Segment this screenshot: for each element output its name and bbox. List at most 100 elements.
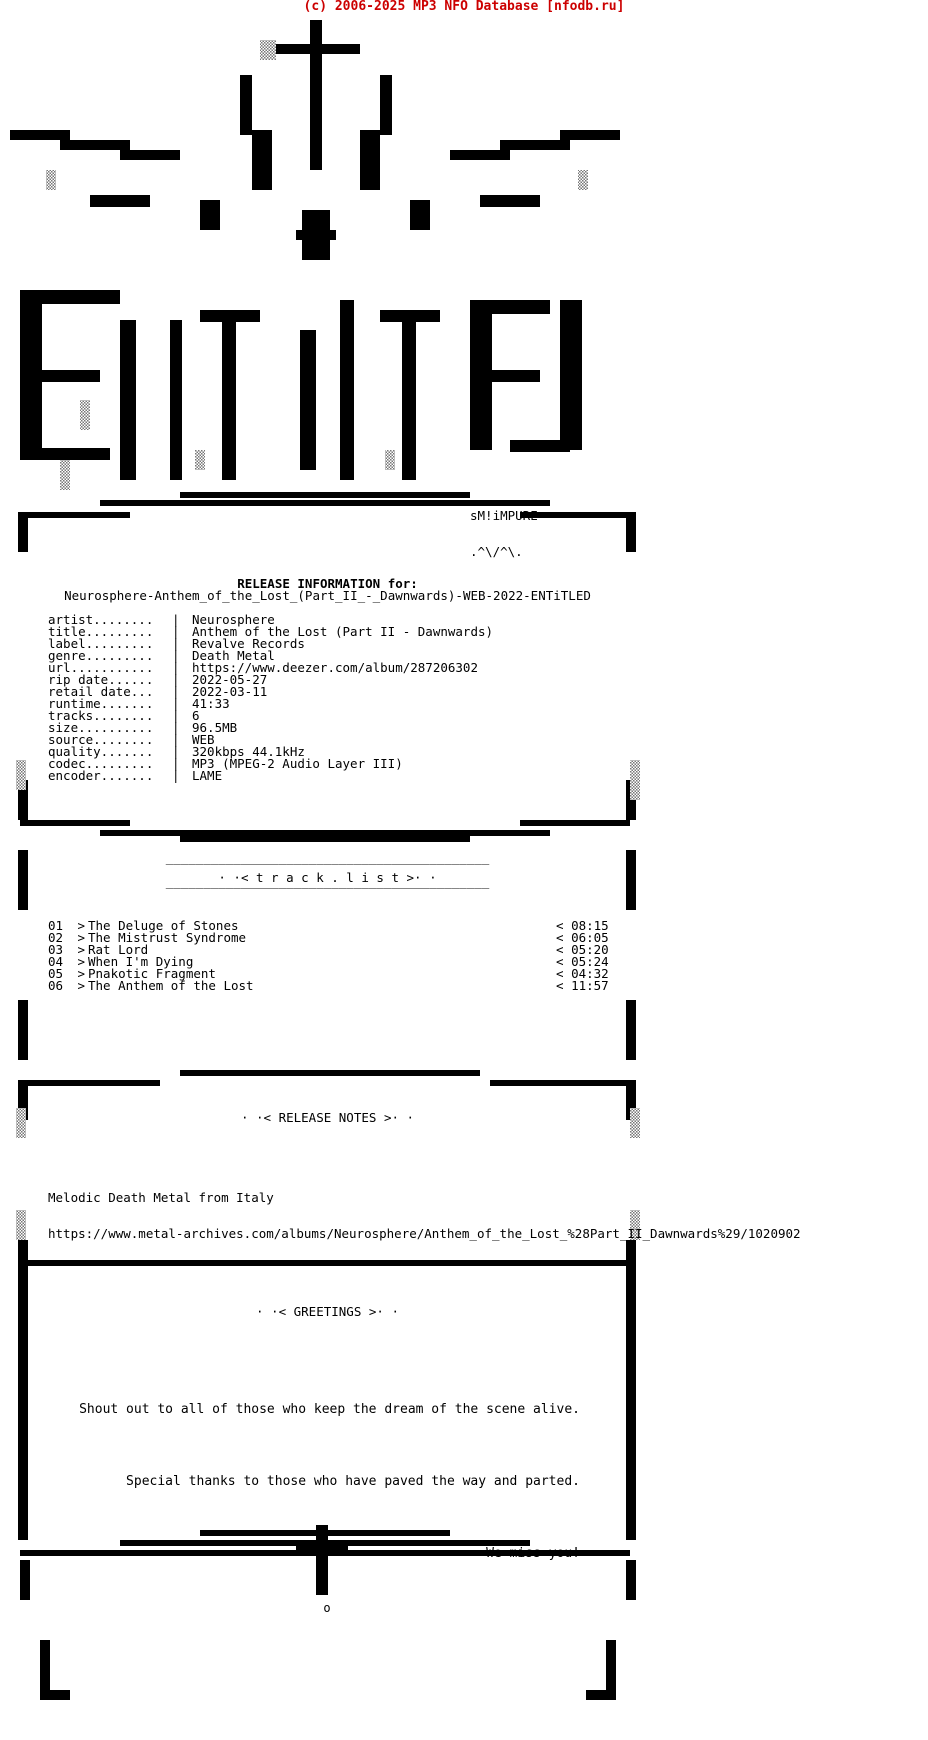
- info-separator: |: [172, 696, 180, 711]
- info-separator: |: [172, 744, 180, 759]
- info-value: MP3 (MPEG-2 Audio Layer III): [192, 756, 403, 771]
- info-value: 320kbps 44.1kHz: [192, 744, 305, 759]
- info-key: tracks........: [48, 708, 154, 723]
- info-row: tracks........ | 6: [48, 708, 493, 723]
- track-time-arrow: <: [556, 930, 572, 945]
- logo-tag: sM!iMPURE .^\/^\.: [470, 486, 538, 570]
- greeting-line-3: We miss you!: [486, 1546, 580, 1561]
- track-arrow: >: [70, 966, 86, 981]
- track-time-arrow: <: [556, 954, 572, 969]
- tracklist-rule-bottom: ________________________________________…: [165, 874, 490, 889]
- info-value: Neurosphere: [192, 612, 275, 627]
- notes-line-1: Melodic Death Metal from Italy: [48, 1190, 274, 1205]
- track-title: Rat Lord: [88, 942, 149, 957]
- track-time: 06:05: [571, 930, 609, 945]
- info-row: rip date...... | 2022-05-27: [48, 672, 493, 687]
- track-time: 04:32: [571, 966, 609, 981]
- release-heading: RELEASE INFORMATION for:: [237, 576, 418, 591]
- info-separator: |: [172, 636, 180, 651]
- notes-line-2: https://www.metal-archives.com/albums/Ne…: [48, 1226, 801, 1241]
- entitled-logo: [10, 20, 620, 480]
- info-key: size..........: [48, 720, 154, 735]
- info-key: encoder.......: [48, 768, 154, 783]
- info-separator: |: [172, 624, 180, 639]
- info-row: codec......... | MP3 (MPEG-2 Audio Layer I…: [48, 756, 493, 771]
- info-row: runtime....... | 41:33: [48, 696, 493, 711]
- info-row: artist........|Neurosphere: [48, 612, 493, 627]
- info-key: genre.........: [48, 648, 154, 663]
- info-row: label......... | Revalve Records: [48, 636, 493, 651]
- info-separator: |: [172, 648, 180, 663]
- track-number: 04: [48, 954, 64, 969]
- logo-shading: [46, 40, 588, 490]
- info-row: retail date...|2022-03-11: [48, 684, 493, 699]
- tracklist-heading: · ·< t r a c k . l i s t >· ·: [218, 870, 437, 885]
- info-key: url...........: [48, 660, 154, 675]
- greeting-line-1: Shout out to all of those who keep the d…: [79, 1402, 580, 1417]
- track-arrow: >: [70, 954, 86, 969]
- info-value: https://www.deezer.com/album/287206302: [192, 660, 478, 675]
- info-key: quality.......: [48, 744, 154, 759]
- info-key: runtime.......: [48, 696, 154, 711]
- track-number: 03: [48, 942, 64, 957]
- info-separator: |: [172, 732, 180, 747]
- logo-tag-line2: .^\/^\.: [470, 544, 523, 559]
- track-row: 06 >The Anthem of the Lost < 11:57: [48, 978, 609, 993]
- info-separator: |: [172, 660, 180, 675]
- track-row: 02 >The Mistrust Syndrome< 06:05: [48, 930, 609, 945]
- info-row: url........... | https://www.deezer.com/al…: [48, 660, 493, 675]
- info-row: title.........|Anthem of the Lost (Part …: [48, 624, 493, 639]
- info-value: 96.5MB: [192, 720, 238, 735]
- greetings-heading: · ·< GREETINGS >· ·: [256, 1304, 399, 1319]
- tracklist-rule-top: ________________________________________…: [165, 850, 490, 865]
- site-header: (c) 2006-2025 MP3 NFO Database [nfodb.ru…: [303, 0, 625, 14]
- info-key: retail date...: [48, 684, 154, 699]
- greeting-line-2: Special thanks to those who have paved t…: [126, 1474, 580, 1489]
- info-separator: |: [172, 612, 180, 627]
- track-row: 03 >Rat Lord< 05:20: [48, 942, 609, 957]
- logo-tag-line1: sM!iMPURE: [470, 508, 538, 523]
- release-notes: Melodic Death Metal from Italy https://w…: [48, 1168, 801, 1252]
- release-name: Neurosphere-Anthem_of_the_Lost_(Part_II_…: [64, 588, 591, 603]
- info-value: 2022-03-11: [192, 684, 268, 699]
- bottom-ornament-mark: o: [323, 1601, 330, 1615]
- track-arrow: >: [70, 942, 86, 957]
- track-time-arrow: <: [556, 942, 572, 957]
- info-key: source........: [48, 732, 154, 747]
- track-row: 04 >When I'm Dying< 05:24: [48, 954, 609, 969]
- track-title: Pnakotic Fragment: [88, 966, 216, 981]
- track-number: 06: [48, 978, 64, 993]
- info-separator: |: [172, 756, 180, 771]
- info-value: 2022-05-27: [192, 672, 268, 687]
- info-value: 6: [192, 708, 200, 723]
- info-key: label.........: [48, 636, 154, 651]
- track-title: When I'm Dying: [88, 954, 194, 969]
- info-row: size.......... | 96.5MB: [48, 720, 493, 735]
- track-time-arrow: <: [556, 966, 572, 981]
- border-frames: [18, 492, 636, 1700]
- info-value: WEB: [192, 732, 215, 747]
- info-separator: |: [172, 720, 180, 735]
- info-key: codec.........: [48, 756, 154, 771]
- info-value: 41:33: [192, 696, 230, 711]
- track-number: 01: [48, 918, 64, 933]
- track-row: 01 >The Deluge of Stones< 08:15: [48, 918, 609, 933]
- info-row: genre......... | Death Metal: [48, 648, 493, 663]
- info-row: quality....... | 320kbps 44.1kHz: [48, 744, 493, 759]
- info-row: source........ | WEB: [48, 732, 493, 747]
- info-value: Death Metal: [192, 648, 275, 663]
- info-separator: |: [172, 672, 180, 687]
- info-key: rip date......: [48, 672, 154, 687]
- info-value: Revalve Records: [192, 636, 305, 651]
- track-time: 11:57: [571, 978, 609, 993]
- info-separator: |: [172, 708, 180, 723]
- track-number: 02: [48, 930, 64, 945]
- track-row: 05 >Pnakotic Fragment< 04:32: [48, 966, 609, 981]
- track-title: The Anthem of the Lost: [88, 978, 254, 993]
- track-time-arrow: <: [556, 978, 572, 993]
- notes-heading: · ·< RELEASE NOTES >· ·: [240, 1110, 415, 1125]
- track-arrow: >: [70, 978, 86, 993]
